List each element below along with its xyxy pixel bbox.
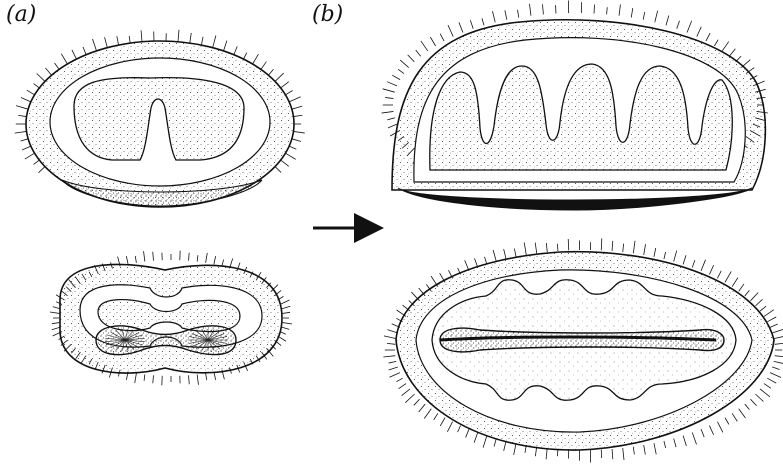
embryo-b-side-view <box>381 0 768 211</box>
embryo-a-side-view <box>14 29 305 208</box>
fold-a-top <box>73 77 245 161</box>
panel-label-a: (a) <box>6 2 37 27</box>
embryo-a-ventral-view <box>49 250 293 386</box>
embryo-b-ventral-view <box>383 238 783 463</box>
folds-b-top <box>429 63 733 171</box>
blastopore-b <box>439 335 717 342</box>
blastopore-hatching-a <box>105 329 228 351</box>
panel-label-b: (b) <box>312 2 344 27</box>
hairs-a-top <box>14 29 305 174</box>
